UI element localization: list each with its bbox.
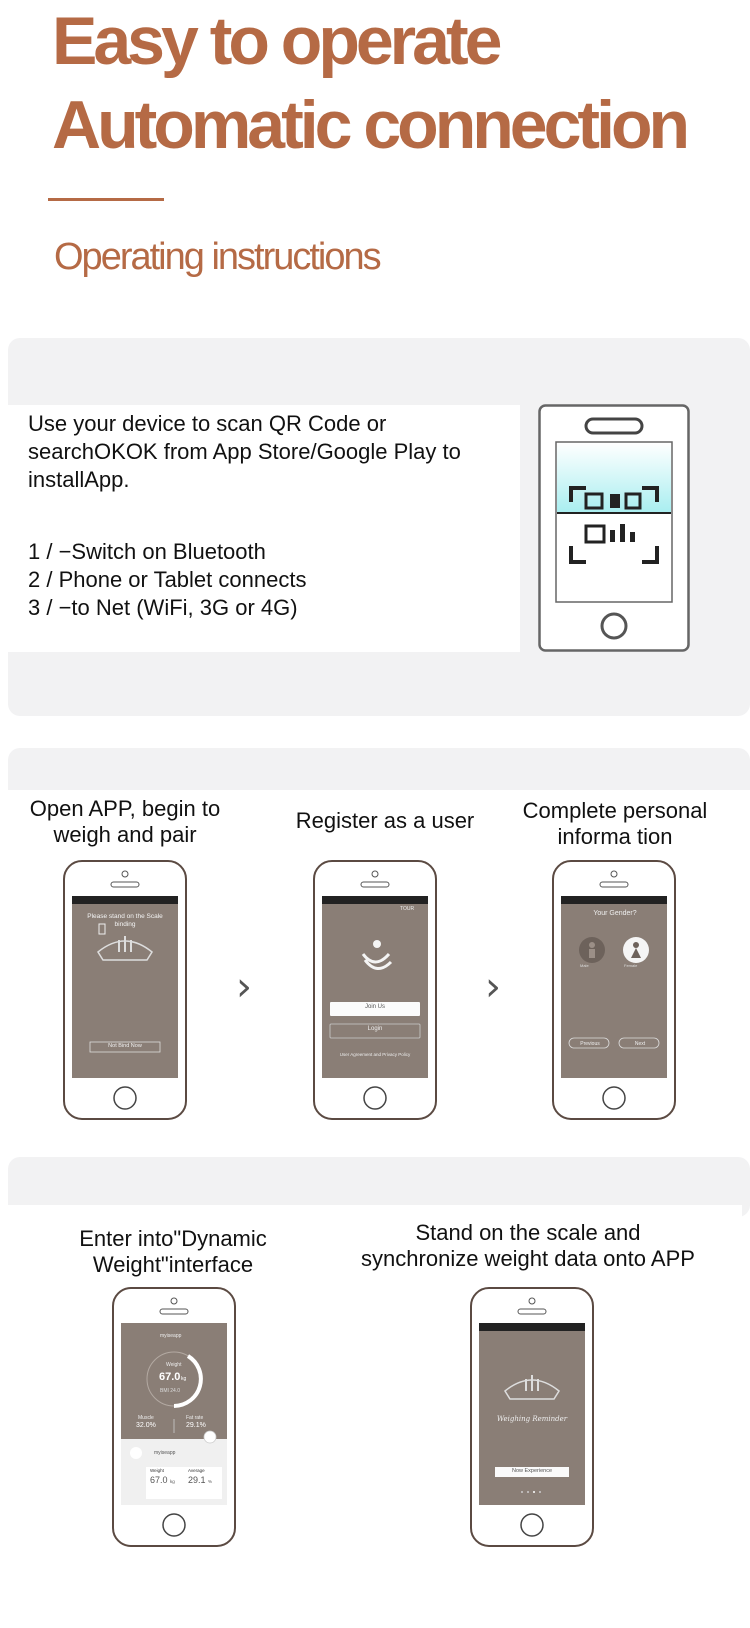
gauge-weight-unit: kg — [181, 1376, 187, 1382]
card-average-label: Average — [188, 1468, 205, 1473]
male-option[interactable]: Male — [580, 963, 589, 968]
gauge-weight-sub: BMI 24.0 — [160, 1388, 181, 1394]
fat-rate-label: Fat rate — [186, 1415, 204, 1421]
headline-line-1: Easy to operate — [52, 3, 502, 79]
install-step-1: 1 / −Switch on Bluetooth — [28, 539, 266, 564]
gender-question: Your Gender? — [593, 910, 637, 917]
female-option[interactable]: Female — [624, 963, 638, 968]
now-experience-button[interactable]: Now Experience — [511, 1468, 553, 1474]
chevron-right-icon: › — [236, 964, 252, 1010]
join-us-button[interactable]: Join Us — [364, 1004, 385, 1010]
phone-qr-scan-icon — [538, 404, 690, 659]
install-text-box — [8, 405, 520, 652]
chevron-right-icon: › — [485, 964, 501, 1010]
phone-register-screen — [313, 860, 437, 1125]
muscle-value: 32.0% — [136, 1422, 156, 1429]
headline-line-2: Automatic connection — [52, 87, 690, 163]
card-weight-value: 67.0 — [150, 1475, 168, 1485]
agreement-link[interactable]: User Agreement and Privacy Policy — [339, 1052, 411, 1057]
card-average-value: 29.1 — [188, 1475, 206, 1485]
install-instructions: Use your device to scan QR Code or searc… — [28, 411, 461, 492]
gauge-weight-label: Weight — [166, 1362, 182, 1368]
card-user: myiseapp — [154, 1450, 176, 1456]
divider — [48, 198, 164, 201]
pairing-screen-title: Please stand on the Scale binding — [87, 913, 163, 928]
tour-link[interactable]: TOUR — [400, 906, 415, 912]
card-weight-unit: kg — [170, 1479, 175, 1484]
not-bind-now-button: Not Bind Now — [108, 1043, 142, 1049]
previous-button[interactable]: Previous — [580, 1041, 600, 1047]
step-caption-register: Register as a user — [295, 808, 475, 833]
phone-weight-screen — [112, 1287, 236, 1552]
card-average-unit: % — [208, 1479, 213, 1484]
section-subtitle: Operating instructions — [54, 236, 382, 278]
login-button[interactable]: Login — [367, 1026, 383, 1032]
next-button[interactable]: Next — [634, 1041, 646, 1047]
card-weight-label: Weight — [150, 1468, 164, 1473]
install-step-2: 2 / Phone or Tablet connects — [28, 567, 307, 592]
weighing-reminder-title: Weighing Reminder — [496, 1415, 568, 1423]
phone-pairing-screen — [63, 860, 187, 1125]
gauge-weight-value: 67.0 — [159, 1371, 181, 1383]
weight-screen-user: myiseapp — [160, 1333, 182, 1339]
fat-rate-value: 29.1% — [186, 1422, 206, 1429]
install-step-3: 3 / −to Net (WiFi, 3G or 4G) — [28, 595, 298, 620]
phone-sync-screen — [470, 1287, 594, 1552]
muscle-label: Muscle — [138, 1415, 154, 1421]
phone-gender-screen — [552, 860, 676, 1125]
